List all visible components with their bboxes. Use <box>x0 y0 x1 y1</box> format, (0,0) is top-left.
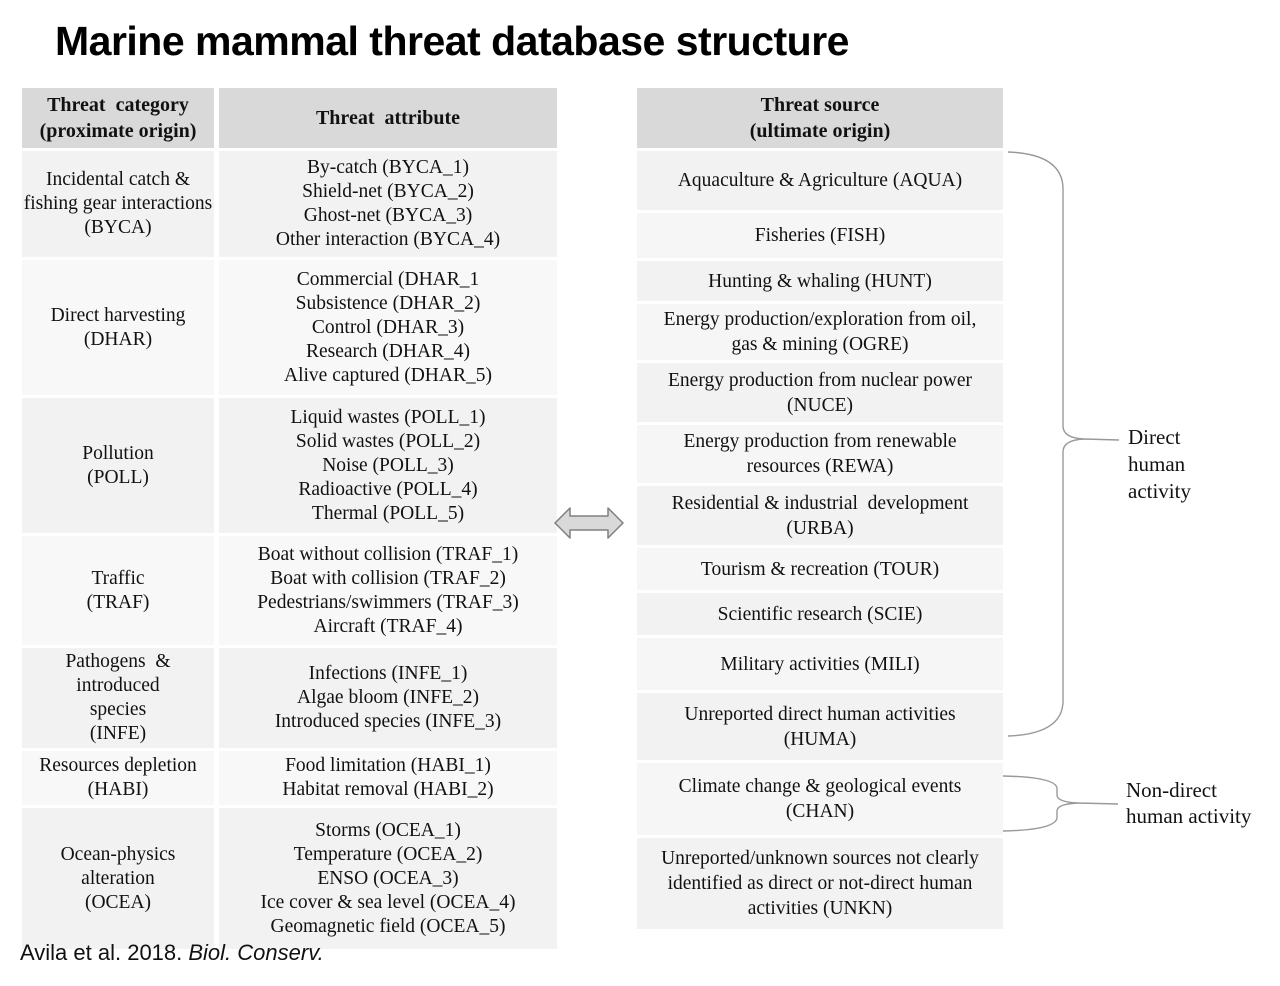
attribute-line: Thermal (POLL_5) <box>311 502 465 524</box>
source-row-scie: Scientific research (SCIE) <box>637 593 1003 635</box>
category-cell: Pathogens & introduced species (INFE) <box>22 648 214 748</box>
attribute-line: Subsistence (DHAR_2) <box>295 292 481 314</box>
attribute-line: Food limitation (HABI_1) <box>285 755 491 776</box>
attribute-cell: Food limitation (HABI_1) Habitat removal… <box>219 751 557 805</box>
citation-journal: Biol. Conserv. <box>188 940 324 965</box>
source-row-chan: Climate change & geological events (CHAN… <box>637 763 1003 835</box>
source-cell: Fisheries (FISH) <box>637 213 1003 258</box>
attribute-line: Pedestrians/swimmers (TRAF_3) <box>257 591 519 613</box>
source-row-rewa: Energy production from renewable resourc… <box>637 425 1003 483</box>
attribute-line: Solid wastes (POLL_2) <box>295 430 481 452</box>
source-cell: Energy production from renewable resourc… <box>637 425 1003 483</box>
source-cell: Unreported/unknown sources not clearly i… <box>637 838 1003 929</box>
attribute-cell: Commercial (DHAR_1 Subsistence (DHAR_2) … <box>219 260 557 395</box>
attribute-line: Other interaction (BYCA_4) <box>275 229 501 250</box>
attribute-cell: By-catch (BYCA_1) Shield-net (BYCA_2) Gh… <box>219 151 557 257</box>
table-header-row: Threat source (ultimate origin) <box>637 88 1003 148</box>
source-row-unkn: Unreported/unknown sources not clearly i… <box>637 838 1003 929</box>
attribute-line: Infections (INFE_1) <box>308 663 468 684</box>
attribute-line: Ghost-net (BYCA_3) <box>303 205 473 226</box>
source-cell: Energy production/exploration from oil, … <box>637 304 1003 360</box>
double-arrow-icon <box>553 503 625 543</box>
source-cell: Tourism & recreation (TOUR) <box>637 548 1003 590</box>
attribute-cell: Infections (INFE_1) Algae bloom (INFE_2)… <box>219 648 557 748</box>
table-row-ocea: Ocean-physics alteration (OCEA) Storms (… <box>22 808 557 949</box>
source-cell: Scientific research (SCIE) <box>637 593 1003 635</box>
source-row-urba: Residential & industrial development (UR… <box>637 486 1003 545</box>
header-cell-threat-source: Threat source (ultimate origin) <box>637 88 1003 148</box>
page-title: Marine mammal threat database structure <box>55 18 849 64</box>
table-row-byca: Incidental catch & fishing gear interact… <box>22 151 557 257</box>
attribute-cell: Liquid wastes (POLL_1) Solid wastes (POL… <box>219 398 557 533</box>
attribute-line: Liquid wastes (POLL_1) <box>290 406 486 428</box>
attribute-line: Noise (POLL_3) <box>322 454 454 476</box>
attribute-line: Research (DHAR_4) <box>305 340 471 362</box>
source-row-nuce: Energy production from nuclear power (NU… <box>637 363 1003 422</box>
header-cell-threat-attribute: Threat attribute <box>219 88 557 148</box>
attribute-line: Boat without collision (TRAF_1) <box>257 543 519 565</box>
source-cell: Energy production from nuclear power (NU… <box>637 363 1003 422</box>
citation-authors: Avila et al. 2018. <box>20 940 189 965</box>
attribute-line: Algae bloom (INFE_2) <box>297 687 479 708</box>
attribute-line: Introduced species (INFE_3) <box>274 711 502 732</box>
attribute-cell: Storms (OCEA_1) Temperature (OCEA_2) ENS… <box>219 808 557 949</box>
direct-activity-label: Direct human activity <box>1128 425 1191 503</box>
attribute-line: Alive captured (DHAR_5) <box>284 364 492 386</box>
citation: Avila et al. 2018. Biol. Conserv. <box>20 940 324 966</box>
category-cell: Ocean-physics alteration (OCEA) <box>22 808 214 949</box>
attribute-line: Control (DHAR_3) <box>311 316 465 338</box>
attribute-line: Commercial (DHAR_1 <box>296 268 480 290</box>
table-row-habi: Resources depletion (HABI) Food limitati… <box>22 751 557 805</box>
source-row-ogre: Energy production/exploration from oil, … <box>637 304 1003 360</box>
attribute-line: By-catch (BYCA_1) <box>307 157 469 178</box>
source-row-huma: Unreported direct human activities (HUMA… <box>637 693 1003 760</box>
source-cell: Aquaculture & Agriculture (AQUA) <box>637 151 1003 210</box>
category-cell: Traffic (TRAF) <box>22 536 214 645</box>
attribute-line: Radioactive (POLL_4) <box>298 478 478 500</box>
nondirect-activity-brace-icon <box>1002 775 1119 832</box>
source-row-tour: Tourism & recreation (TOUR) <box>637 548 1003 590</box>
table-row-traf: Traffic (TRAF) Boat without collision (T… <box>22 536 557 645</box>
attribute-line: Habitat removal (HABI_2) <box>282 779 494 800</box>
source-cell: Military activities (MILI) <box>637 638 1003 690</box>
table-header-row: Threat category (proximate origin) Threa… <box>22 88 557 148</box>
threat-source-table: Threat source (ultimate origin) Aquacult… <box>637 88 1003 929</box>
attribute-line: Aircraft (TRAF_4) <box>313 615 463 637</box>
source-cell: Unreported direct human activities (HUMA… <box>637 693 1003 760</box>
source-row-aqua: Aquaculture & Agriculture (AQUA) <box>637 151 1003 210</box>
attribute-line: Shield-net (BYCA_2) <box>302 181 474 202</box>
header-cell-threat-category: Threat category (proximate origin) <box>22 88 214 148</box>
source-row-hunt: Hunting & whaling (HUNT) <box>637 261 1003 301</box>
attribute-line: Storms (OCEA_1) <box>315 819 461 841</box>
source-cell: Hunting & whaling (HUNT) <box>637 261 1003 301</box>
threat-category-table: Threat category (proximate origin) Threa… <box>22 88 557 949</box>
category-cell: Pollution (POLL) <box>22 398 214 533</box>
source-cell: Climate change & geological events (CHAN… <box>637 763 1003 835</box>
nondirect-activity-label: Non-direct human activity <box>1126 778 1252 828</box>
category-cell: Incidental catch & fishing gear interact… <box>22 151 214 257</box>
attribute-cell: Boat without collision (TRAF_1) Boat wit… <box>219 536 557 645</box>
source-row-fish: Fisheries (FISH) <box>637 213 1003 258</box>
attribute-line: Geomagnetic field (OCEA_5) <box>270 915 506 937</box>
attribute-line: Boat with collision (TRAF_2) <box>270 567 506 589</box>
direct-activity-brace-icon <box>1007 151 1120 737</box>
source-row-mili: Military activities (MILI) <box>637 638 1003 690</box>
table-row-infe: Pathogens & introduced species (INFE) In… <box>22 648 557 748</box>
category-cell: Resources depletion (HABI) <box>22 751 214 805</box>
activity-braces <box>1000 140 1130 840</box>
attribute-line: Ice cover & sea level (OCEA_4) <box>260 891 516 913</box>
attribute-line: Temperature (OCEA_2) <box>293 843 483 865</box>
category-cell: Direct harvesting (DHAR) <box>22 260 214 395</box>
table-row-poll: Pollution (POLL) Liquid wastes (POLL_1) … <box>22 398 557 533</box>
source-cell: Residential & industrial development (UR… <box>637 486 1003 545</box>
table-row-dhar: Direct harvesting (DHAR) Commercial (DHA… <box>22 260 557 395</box>
attribute-line: ENSO (OCEA_3) <box>317 867 459 889</box>
